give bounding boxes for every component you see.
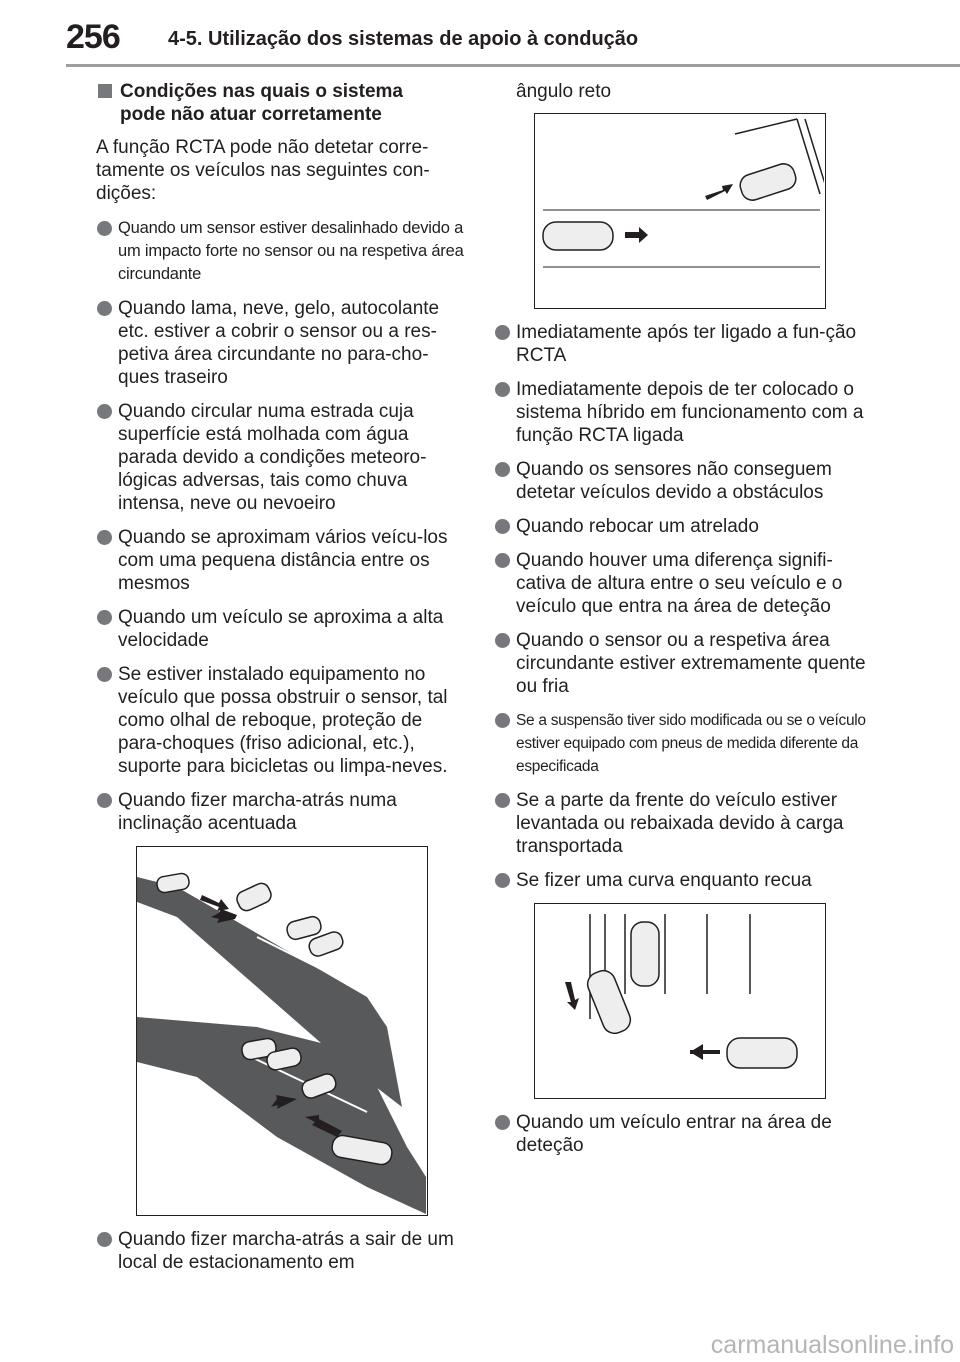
- list-item-text: Quando um sensor estiver desalinhado dev…: [118, 219, 464, 283]
- section-heading: Condições nas quais o sistema pode não a…: [96, 80, 468, 126]
- circle-bullet-icon: [495, 519, 510, 534]
- header-divider: [66, 64, 960, 67]
- incline-illustration: [136, 846, 428, 1216]
- page-header: 256 4-5. Utilização dos sistemas de apoi…: [0, 0, 960, 67]
- list-item-text: Quando rebocar um atrelado: [516, 516, 759, 537]
- section-intro: A função RCTA pode não detetar corre-tam…: [96, 137, 430, 204]
- section-heading-line1: Condições nas quais o sistema: [120, 81, 403, 102]
- chapter-title: 4-5. Utilização dos sistemas de apoio à …: [168, 28, 639, 50]
- list-item: Quando um sensor estiver desalinhado dev…: [96, 217, 468, 286]
- list-item-text: Imediatamente após ter ligado a fun-ção …: [516, 322, 857, 366]
- circle-bullet-icon: [495, 553, 510, 568]
- right-angle-parking-drawing: [542, 118, 824, 268]
- list-item: Se a suspensão tiver sido modificada ou …: [494, 709, 866, 778]
- circle-bullet-icon: [97, 793, 112, 808]
- list-item-continuation: ângulo reto: [516, 81, 612, 102]
- list-item: Quando os sensores não conseguem detetar…: [494, 458, 866, 504]
- list-item-text: Se estiver instalado equipamento no veíc…: [118, 664, 448, 777]
- circle-bullet-icon: [97, 610, 112, 625]
- list-item-text: Quando lama, neve, gelo, autocolante etc…: [118, 298, 440, 388]
- circle-bullet-icon: [495, 462, 510, 477]
- list-item-text: Quando circular numa estrada cuja superf…: [118, 401, 427, 514]
- list-item: Quando rebocar um atrelado: [494, 515, 866, 538]
- circle-bullet-icon: [495, 1115, 510, 1130]
- list-item-text: Quando um veículo se aproxima a alta vel…: [118, 607, 444, 651]
- list-item-text: Quando fizer marcha-atrás a sair de um l…: [118, 1229, 454, 1273]
- circle-bullet-icon: [495, 382, 510, 397]
- list-item-text: Quando o sensor ou a respetiva área circ…: [516, 630, 866, 697]
- square-bullet-icon: [98, 84, 112, 98]
- list-item-text: Quando os sensores não conseguem detetar…: [516, 459, 832, 503]
- list-item-text: Imediatamente depois de ter colocado o s…: [516, 379, 864, 446]
- list-item: Quando lama, neve, gelo, autocolante etc…: [96, 297, 468, 389]
- list-item: Quando um veículo entrar na área de dete…: [494, 1111, 866, 1157]
- list-item: Quando circular numa estrada cuja superf…: [96, 400, 468, 515]
- list-item-text: Quando fizer marcha-atrás numa inclinaçã…: [118, 790, 397, 834]
- list-item: Se fizer uma curva enquanto recua: [494, 869, 866, 892]
- circle-bullet-icon: [495, 713, 510, 728]
- list-item: Quando houver uma diferença signifi-cati…: [494, 549, 866, 618]
- list-item: Quando o sensor ou a respetiva área circ…: [494, 629, 866, 698]
- list-item-text: Quando houver uma diferença signifi-cati…: [516, 550, 843, 617]
- list-item: Imediatamente após ter ligado a fun-ção …: [494, 321, 866, 367]
- circle-bullet-icon: [97, 1232, 112, 1247]
- list-item: Quando um veículo se aproxima a alta vel…: [96, 606, 468, 652]
- list-item-text: Quando um veículo entrar na área de dete…: [516, 1112, 832, 1156]
- section-heading-line2: pode não atuar corretamente: [120, 104, 382, 125]
- circle-bullet-icon: [97, 221, 112, 236]
- reversing-curve-drawing: [565, 914, 798, 1069]
- right-column: ângulo reto Imediatamente após ter ligad…: [494, 80, 866, 1168]
- circle-bullet-icon: [97, 667, 112, 682]
- list-item-text: Se a parte da frente do veículo estiver …: [516, 790, 844, 857]
- watermark: carmanualsonline.info: [710, 1331, 954, 1359]
- circle-bullet-icon: [495, 793, 510, 808]
- list-item: Imediatamente depois de ter colocado o s…: [494, 378, 866, 447]
- list-item-text: Quando se aproximam vários veícu-los com…: [118, 527, 448, 594]
- page-number: 256: [66, 18, 121, 56]
- list-item: Se estiver instalado equipamento no veíc…: [96, 663, 468, 778]
- circle-bullet-icon: [495, 325, 510, 340]
- list-item-text: Se a suspensão tiver sido modificada ou …: [516, 712, 866, 775]
- circle-bullet-icon: [97, 404, 112, 419]
- list-item-text: Se fizer uma curva enquanto recua: [516, 870, 812, 891]
- circle-bullet-icon: [495, 633, 510, 648]
- incline-drawing: [137, 872, 426, 1214]
- list-item: Quando fizer marcha-atrás a sair de um l…: [96, 1228, 468, 1274]
- circle-bullet-icon: [97, 301, 112, 316]
- left-column: Condições nas quais o sistema pode não a…: [96, 80, 468, 1285]
- list-item: Se a parte da frente do veículo estiver …: [494, 789, 866, 858]
- list-item: Quando se aproximam vários veícu-los com…: [96, 526, 468, 595]
- list-item: Quando fizer marcha-atrás numa inclinaçã…: [96, 789, 468, 835]
- circle-bullet-icon: [495, 873, 510, 888]
- circle-bullet-icon: [97, 530, 112, 545]
- reversing-curve-illustration: [534, 903, 826, 1099]
- right-angle-parking-illustration: [534, 113, 826, 309]
